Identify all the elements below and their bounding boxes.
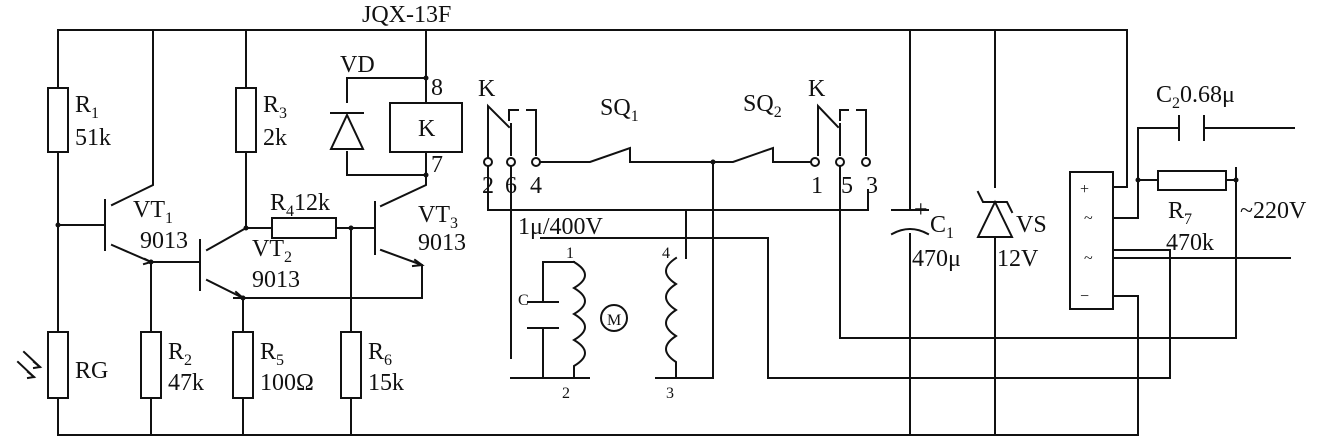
mains-input: ~220V (1240, 198, 1307, 224)
resistor-r5: R5 100Ω (232, 331, 314, 399)
svg-text:VS: VS (1016, 212, 1047, 238)
svg-text:R5: R5 (260, 339, 284, 369)
svg-text:100Ω: 100Ω (260, 370, 314, 396)
limit-switch-sq2: SQ2 (743, 91, 782, 121)
resistor-r6: R6 15k (340, 331, 404, 399)
svg-text:VT2: VT2 (252, 236, 292, 266)
svg-text:5: 5 (841, 173, 853, 199)
svg-text:9013: 9013 (418, 230, 466, 256)
svg-text:R7: R7 (1168, 198, 1192, 228)
svg-text:~: ~ (1084, 250, 1093, 267)
wiring (57, 29, 1295, 436)
svg-text:R412k: R412k (270, 190, 330, 220)
svg-text:R6: R6 (368, 339, 392, 369)
svg-text:C1: C1 (930, 212, 954, 242)
svg-text:12V: 12V (997, 246, 1039, 272)
relay-k: JQX-13F K 8 7 (362, 2, 463, 178)
resistor-r3: R3 2k (235, 87, 287, 153)
svg-text:~: ~ (1084, 210, 1093, 227)
svg-text:K: K (478, 76, 496, 102)
svg-text:RG: RG (75, 358, 108, 384)
motor-capacitor-c: C (518, 292, 559, 329)
svg-text:1: 1 (566, 245, 574, 262)
svg-text:R2: R2 (168, 339, 192, 369)
svg-text:1μ/400V: 1μ/400V (518, 214, 604, 240)
svg-text:−: − (1080, 288, 1089, 305)
svg-text:R3: R3 (263, 92, 287, 122)
svg-text:M: M (607, 312, 621, 329)
svg-text:SQ1: SQ1 (600, 95, 639, 125)
svg-text:VD: VD (340, 52, 375, 78)
limit-switch-sq1: SQ1 (600, 95, 639, 125)
svg-text:9013: 9013 (252, 267, 300, 293)
svg-text:C: C (518, 292, 529, 309)
svg-text:VT1: VT1 (133, 197, 173, 227)
svg-text:2: 2 (562, 385, 570, 402)
svg-text:+: + (1080, 181, 1089, 198)
svg-text:470μ: 470μ (912, 246, 961, 272)
svg-text:3: 3 (666, 385, 674, 402)
relay-contacts-right: K 1 5 3 (808, 76, 878, 199)
svg-text:15k: 15k (368, 370, 404, 396)
svg-text:3: 3 (866, 173, 878, 199)
svg-text:51k: 51k (75, 125, 111, 151)
transistor-vt3: VT3 9013 (374, 201, 466, 268)
svg-text:~220V: ~220V (1240, 198, 1307, 224)
photoresistor-rg: RG (16, 331, 108, 399)
resistor-r7: R7 470k (1157, 170, 1227, 256)
svg-text:K: K (418, 116, 436, 142)
svg-text:VT3: VT3 (418, 202, 458, 232)
transistor-vt1: VT1 9013 (104, 197, 188, 266)
svg-text:SQ2: SQ2 (743, 91, 782, 121)
light-arrows-icon (16, 350, 43, 380)
svg-text:+: + (914, 197, 928, 223)
svg-text:6: 6 (505, 173, 517, 199)
motor-m: 1μ/400V C M 1 2 4 3 (518, 214, 678, 402)
bridge-rectifier: + ~ ~ − (1069, 171, 1114, 310)
svg-text:470k: 470k (1166, 230, 1214, 256)
resistor-r4: R412k (270, 190, 337, 239)
svg-text:4: 4 (530, 173, 542, 199)
svg-text:K: K (808, 76, 826, 102)
svg-text:2: 2 (482, 173, 494, 199)
svg-text:9013: 9013 (140, 228, 188, 254)
relay-contacts-left: K 2 6 4 (478, 76, 542, 199)
junctions (55, 75, 1239, 301)
diode-vd: VD (329, 52, 375, 150)
capacitor-c1: + C1 470μ (890, 197, 961, 272)
svg-text:7: 7 (431, 152, 443, 178)
svg-text:2k: 2k (263, 125, 287, 151)
svg-text:1: 1 (811, 173, 823, 199)
transistor-vt2: VT2 9013 (199, 236, 300, 299)
svg-text:47k: 47k (168, 370, 204, 396)
zener-vs: VS 12V (976, 190, 1047, 272)
svg-text:R1: R1 (75, 92, 99, 122)
resistor-r2: R2 47k (140, 331, 204, 399)
svg-text:4: 4 (662, 245, 670, 262)
resistor-r1: R1 51k (47, 87, 111, 153)
capacitor-c2: C20.68μ (1156, 82, 1235, 141)
svg-text:JQX-13F: JQX-13F (362, 2, 451, 28)
svg-text:C20.68μ: C20.68μ (1156, 82, 1235, 112)
svg-text:8: 8 (431, 75, 443, 101)
